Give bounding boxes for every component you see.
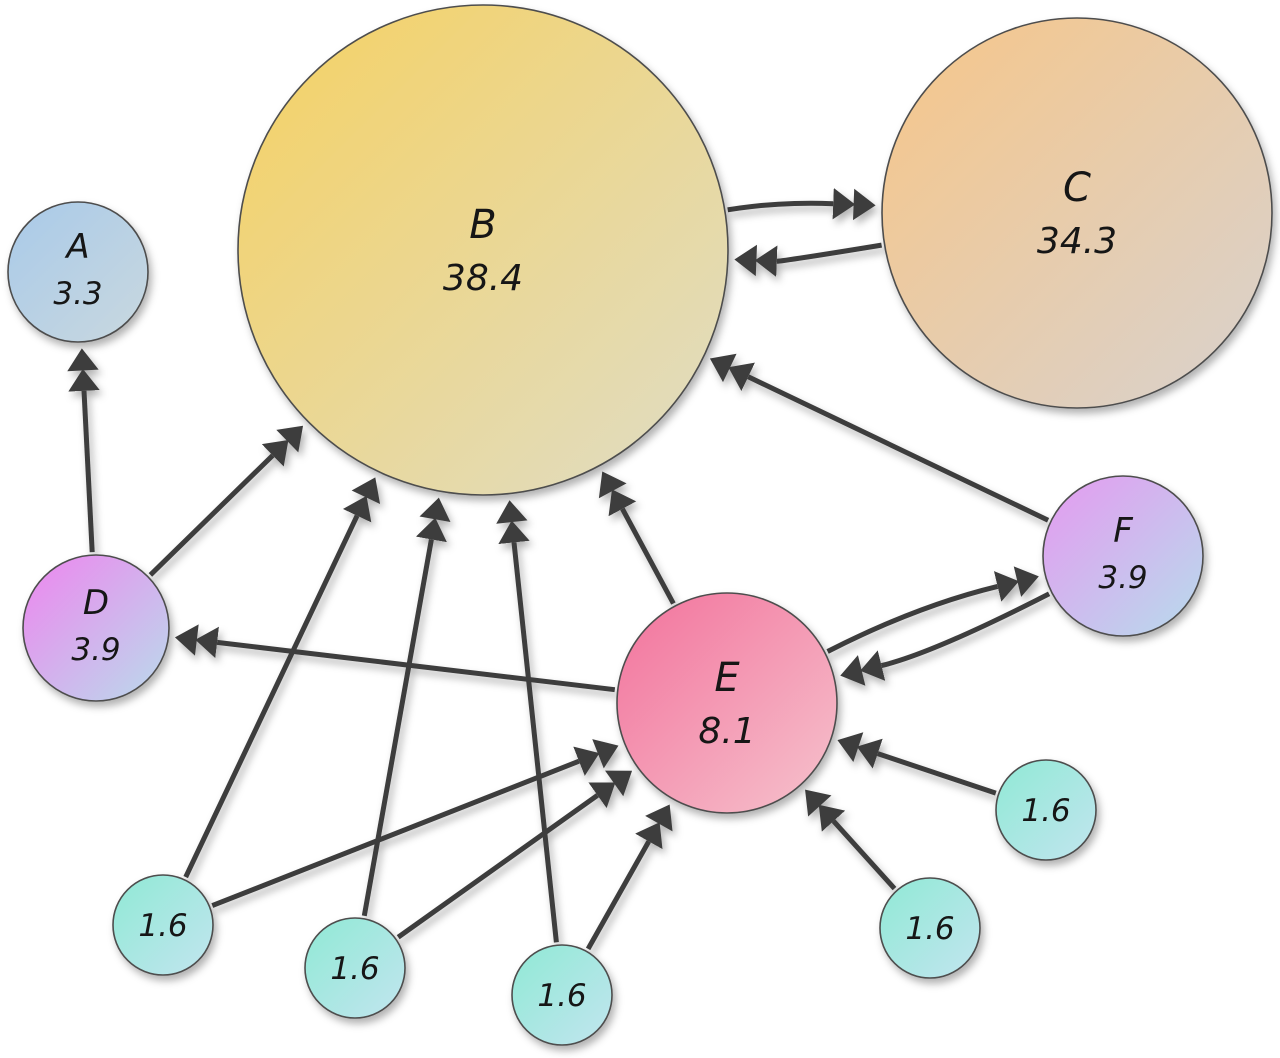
node-circle-B [237,4,729,496]
edge-p3-to-E [585,804,673,951]
edge-layer [67,187,1051,951]
edge-p2-to-B [361,497,451,917]
node-circle-C [881,17,1273,409]
edge-D-to-B [148,425,304,577]
edge-D-to-A [67,348,100,553]
node-p5: 1.6 [995,759,1097,861]
edge-B-to-C [727,187,876,221]
node-circle-D [22,554,170,702]
node-p1: 1.6 [112,874,214,976]
edge-F-to-B [709,353,1050,523]
node-value-p2: 1.6 [330,951,379,987]
node-value-p3: 1.6 [537,978,586,1014]
node-value-A: 3.3 [53,276,102,312]
node-label-C: C [1063,165,1091,211]
node-value-p4: 1.6 [905,911,954,947]
node-value-E: 8.1 [698,711,755,752]
edge-E-to-B [598,471,676,605]
node-layer: A 3.3 B 38.4 C 34.3D 3.9E 8.1 F 3.9 1.6 1.6 1.6 1.6 1.… [7,4,1273,1046]
node-value-p1: 1.6 [138,908,187,944]
node-circle-p3 [511,944,613,1046]
node-D: D 3.9 [22,554,170,702]
node-circle-p2 [304,917,406,1019]
node-value-B: 38.4 [443,258,523,299]
edge-p4-to-E [805,789,897,891]
node-circle-E [616,592,838,814]
edge-E-to-F [826,566,1039,654]
node-C: C 34.3 [881,17,1273,409]
edge-C-to-B [734,242,883,277]
node-value-C: 34.3 [1037,221,1117,262]
edge-E-to-D [174,624,616,693]
node-p2: 1.6 [304,917,406,1019]
edge-p2-to-E [396,770,633,940]
node-circle-p1 [112,874,214,976]
node-A: A 3.3 [7,201,149,343]
node-B: B 38.4 [237,4,729,496]
node-value-p5: 1.6 [1021,793,1070,829]
node-label-D: D [83,583,109,623]
node-circle-p4 [879,877,981,979]
edge-p3-to-B [496,500,559,943]
node-value-D: 3.9 [71,632,120,668]
node-p4: 1.6 [879,877,981,979]
node-F: F 3.9 [1042,475,1204,637]
node-circle-F [1042,475,1204,637]
edge-p1-to-B [183,477,381,879]
node-circle-A [7,201,149,343]
node-E: E 8.1 [616,592,838,814]
edge-F-to-E [840,591,1051,686]
node-label-F: F [1113,511,1133,551]
node-label-E: E [714,655,740,701]
node-value-F: 3.9 [1098,560,1147,596]
node-p3: 1.6 [511,944,613,1046]
node-label-B: B [469,202,496,248]
node-label-A: A [64,227,89,267]
edge-p5-to-E [837,732,997,796]
node-circle-p5 [995,759,1097,861]
edge-p1-to-E [211,739,619,908]
